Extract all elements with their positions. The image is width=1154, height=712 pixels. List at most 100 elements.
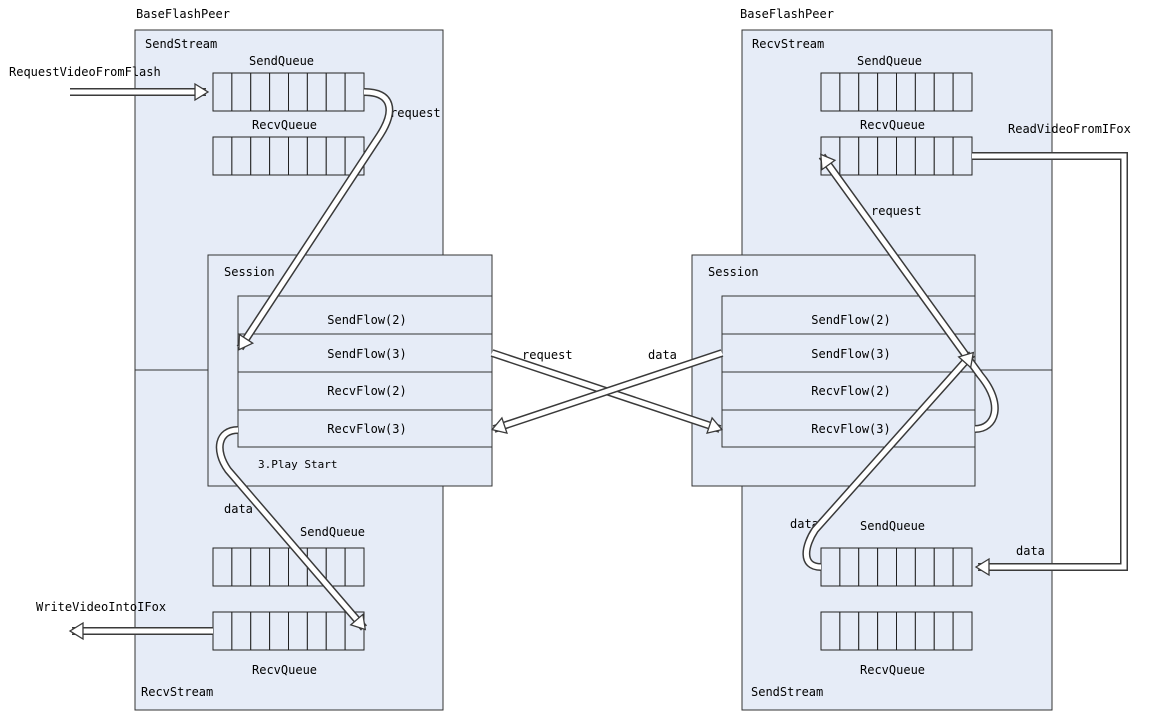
queue-cell (231, 611, 252, 651)
queue-cell (269, 547, 289, 587)
left-play-start-note: 3.Play Start (258, 458, 337, 471)
queue-cell (914, 547, 935, 587)
queue-cell (839, 72, 860, 112)
queue-cell (288, 136, 308, 176)
right-data-label: data (1016, 544, 1045, 558)
queue-cell (896, 72, 916, 112)
arrowhead (706, 416, 724, 435)
right-flow-label: RecvFlow(2) (811, 384, 890, 398)
left-flow-label: SendFlow(2) (327, 313, 406, 327)
queue-cell (820, 611, 841, 651)
queue-cell (896, 547, 916, 587)
right-flow-label: SendFlow(3) (811, 347, 890, 361)
right-flow-row (721, 333, 976, 373)
left-top-send-queue-label: SendQueue (249, 54, 314, 68)
queue-cell (231, 72, 252, 112)
right-request-label: request (871, 204, 922, 218)
left-request-label: request (390, 106, 441, 120)
right-top-send-queue: SendQueue (820, 54, 973, 112)
left-flow-label: SendFlow(3) (327, 347, 406, 361)
left-input-label: RequestVideoFromFlash (9, 65, 161, 79)
queue-cell (306, 611, 327, 651)
arrow-shaft-fill (493, 350, 723, 432)
queue-cell (858, 136, 879, 176)
queue-cell (952, 136, 973, 176)
queue-cell (839, 611, 860, 651)
left-peer-title: BaseFlashPeer (136, 7, 230, 21)
left-peer: BaseFlashPeer SendStream RecvStream Send… (9, 7, 493, 711)
arrowhead (490, 416, 508, 435)
queue-cell (839, 547, 860, 587)
left-top-recv-queue-label: RecvQueue (252, 118, 317, 132)
right-flow-label: SendFlow(2) (811, 313, 890, 327)
queue-cell (306, 72, 327, 112)
left-send-stream-label: SendStream (145, 37, 217, 51)
left-data-label: data (224, 502, 253, 516)
flow-arrows (68, 82, 1128, 641)
right-flow-label: RecvFlow(3) (811, 422, 890, 436)
right-loop-data-label: data (790, 517, 819, 531)
right-bottom-send-queue-label: SendQueue (860, 519, 925, 533)
left-bottom-send-queue-label: SendQueue (300, 525, 365, 539)
left-request-arrow (236, 88, 394, 351)
queue-cell (325, 547, 346, 587)
queue-cell (933, 611, 954, 651)
queue-cell (288, 611, 308, 651)
queue-cell (212, 547, 233, 587)
queue-cell (914, 611, 935, 651)
arrowhead (349, 613, 367, 631)
queue-cell (952, 611, 973, 651)
arrowhead (194, 82, 210, 102)
left-flow-row (237, 409, 493, 448)
right-recv-stream-label: RecvStream (752, 37, 824, 51)
left-flow-row (237, 333, 493, 373)
queue-cell (877, 72, 897, 112)
arrow-shaft-fill (819, 154, 998, 432)
request-input-arrow (70, 82, 210, 102)
arrowhead (957, 351, 975, 369)
left-flow-label: RecvFlow(3) (327, 422, 406, 436)
left-session: Session SendFlow(2) SendFlow(3) RecvFlow… (207, 254, 493, 487)
left-data-arrow (215, 426, 368, 631)
queue-cell (952, 72, 973, 112)
middle-request-label: request (522, 348, 573, 362)
right-bottom-send-queue: SendQueue (820, 519, 973, 587)
queue-cell (269, 72, 289, 112)
queue-cell (306, 136, 327, 176)
queue-cell (877, 547, 897, 587)
queue-cell (212, 72, 233, 112)
left-output-label: WriteVideoIntoIFox (36, 600, 166, 614)
output-arrow (68, 621, 213, 641)
queue-cell (952, 547, 973, 587)
left-flow-row (237, 371, 493, 411)
right-session-label: Session (708, 265, 759, 279)
queue-cell (269, 136, 289, 176)
arrow-shaft-fill (237, 89, 392, 350)
right-peer-title: BaseFlashPeer (740, 7, 834, 21)
queue-cell (288, 72, 308, 112)
queue-cell (933, 136, 954, 176)
queue-cell (269, 611, 289, 651)
right-session: Session SendFlow(2) SendFlow(3) RecvFlow… (691, 254, 976, 487)
left-flow-row (237, 295, 493, 335)
left-session-label: Session (224, 265, 275, 279)
queue-cell (820, 547, 841, 587)
queue-cell (839, 136, 860, 176)
queue-cell (914, 136, 935, 176)
queue-cell (344, 547, 365, 587)
right-bottom-recv-queue-label: RecvQueue (860, 663, 925, 677)
queue-cell (933, 547, 954, 587)
left-flow-label: RecvFlow(2) (327, 384, 406, 398)
right-read-arrow (972, 152, 1128, 577)
queue-cell (231, 547, 252, 587)
right-top-send-queue-label: SendQueue (857, 54, 922, 68)
queue-cell (250, 136, 271, 176)
queue-cell (914, 72, 935, 112)
right-request-arrow (818, 153, 999, 433)
middle-data-arrow (490, 349, 724, 435)
queue-cell (325, 72, 346, 112)
middle-data-label: data (648, 348, 677, 362)
queue-cell (250, 72, 271, 112)
right-data-loop-arrow (802, 351, 975, 571)
